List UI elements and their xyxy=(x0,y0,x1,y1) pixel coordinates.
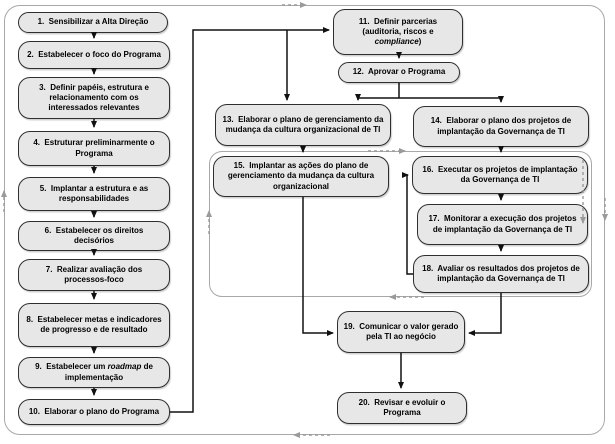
step-16-box: 16. Executar os projetos de implantação … xyxy=(412,156,588,194)
step-17-box: 17. Monitorar a execução dos projetos de… xyxy=(417,204,588,245)
step-2-label: 2. Estabelecer o foco do Programa xyxy=(27,49,161,59)
step-20-box: 20. Revisar e evoluir o Programa xyxy=(337,392,467,424)
step-11-label: 11. Definir parcerias (auditoria, riscos… xyxy=(358,16,438,47)
step-2-box: 2. Estabelecer o foco do Programa xyxy=(18,41,170,69)
step-19-box: 19. Comunicar o valor gerado pela TI ao … xyxy=(337,311,465,353)
step-6-box: 6. Estabelecer os direitos decisórios xyxy=(18,221,170,251)
step-4-box: 4. Estruturar preliminarmente o Programa xyxy=(18,131,170,166)
step-9-box: 9. Estabelecer um roadmap de implementaç… xyxy=(18,357,170,388)
step-5-box: 5. Implantar a estrutura e as responsabi… xyxy=(18,177,170,211)
step-17-label: 17. Monitorar a execução dos projetos de… xyxy=(428,214,577,234)
step-1-label: 1. Sensibilizar a Alta Direção xyxy=(37,17,149,27)
step-16-label: 16. Executar os projetos de implantação … xyxy=(422,164,578,184)
step-3-box: 3. Definir papéis, estrutura e relaciona… xyxy=(18,77,170,119)
step-13-label: 13. Elaborar o plano de gerenciamento da… xyxy=(222,114,384,134)
step-13-box: 13. Elaborar o plano de gerenciamento da… xyxy=(215,104,391,146)
step-15-box: 15. Implantar as ações do plano de geren… xyxy=(213,156,389,197)
step-6-label: 6. Estabelecer os direitos decisórios xyxy=(44,225,144,245)
step-12-label: 12. Aprovar o Programa xyxy=(352,67,446,77)
step-7-box: 7. Realizar avaliação dos processos-foco xyxy=(18,259,170,291)
step-15-label: 15. Implantar as ações do plano de geren… xyxy=(227,161,375,191)
step-18-box: 18. Avaliar os resultados dos projetos d… xyxy=(413,255,589,293)
step-20-label: 20. Revisar e evoluir o Programa xyxy=(358,397,446,417)
step-8-box: 8. Estabelecer metas e indicadores de pr… xyxy=(18,303,170,347)
step-18-label: 18. Avaliar os resultados dos projetos d… xyxy=(422,263,580,283)
step-1-box: 1. Sensibilizar a Alta Direção xyxy=(18,12,168,33)
step-12-box: 12. Aprovar o Programa xyxy=(338,62,460,83)
step-19-label: 19. Comunicar o valor gerado pela TI ao … xyxy=(343,321,459,341)
step-4-label: 4. Estruturar preliminarmente o Programa xyxy=(33,138,155,158)
step-11-box: 11. Definir parcerias (auditoria, riscos… xyxy=(333,9,463,55)
step-9-label: 9. Estabelecer um roadmap de implementaç… xyxy=(35,362,153,382)
step-7-label: 7. Realizar avaliação dos processos-foco xyxy=(45,264,143,284)
step-14-label: 14. Elaborar o plano dos projetos de imp… xyxy=(430,116,572,136)
step-10-box: 10. Elaborar o plano do Programa xyxy=(18,399,170,425)
step-10-label: 10. Elaborar o plano do Programa xyxy=(28,406,160,416)
step-3-label: 3. Definir papéis, estrutura e relaciona… xyxy=(39,82,149,113)
step-8-label: 8. Estabelecer metas e indicadores de pr… xyxy=(26,314,162,334)
step-5-label: 5. Implantar a estrutura e as responsabi… xyxy=(39,183,149,203)
step-14-box: 14. Elaborar o plano dos projetos de imp… xyxy=(413,106,589,147)
